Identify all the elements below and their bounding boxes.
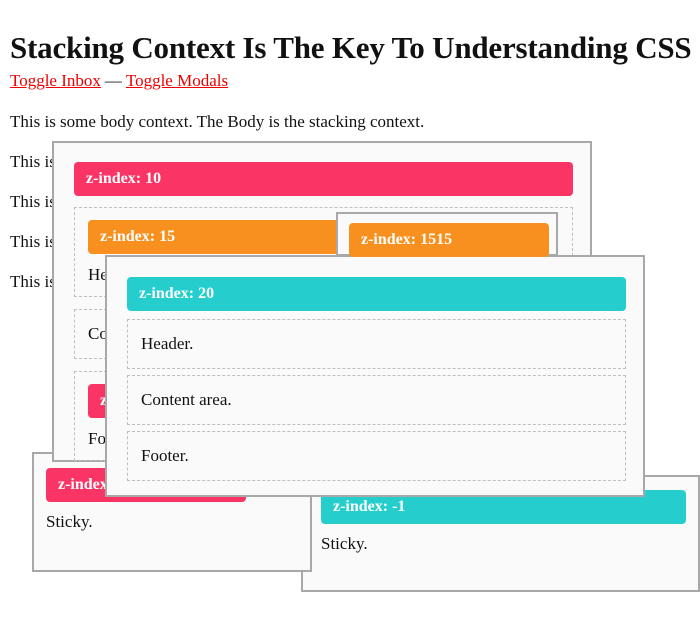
modal-20-header-section[interactable]: Header. [127, 319, 626, 369]
body-text-intro: This is some body context. The Body is t… [10, 112, 425, 131]
modal-20-content-label: Content area. [141, 390, 232, 409]
toggle-modals-link[interactable]: Toggle Modals [125, 71, 229, 90]
modal-1515-zindex-badge: z-index: 1515 [349, 223, 549, 257]
modal-20-panel[interactable]: z-index: 20 Header. Content area. Footer… [105, 255, 645, 497]
modal-20-content-section[interactable]: Content area. [127, 375, 626, 425]
toggle-bar: Toggle Inbox—Toggle Modals [10, 70, 228, 92]
toggle-separator: — [104, 71, 122, 90]
toggle-inbox-link[interactable]: Toggle Inbox [10, 71, 101, 90]
modal-20-footer-label: Footer. [141, 446, 189, 465]
modal-20-header-label: Header. [141, 334, 194, 353]
sticky-pink-label: Sticky. [46, 512, 93, 531]
modal-20-zindex-badge: z-index: 20 [127, 277, 626, 311]
sticky-teal-label: Sticky. [321, 534, 368, 553]
modal-20-footer-section[interactable]: Footer. [127, 431, 626, 481]
page-title: Stacking Context Is The Key To Understan… [10, 29, 692, 65]
inbox-zindex-badge: z-index: 10 [74, 162, 573, 196]
modal-1515-panel[interactable]: z-index: 1515 [336, 212, 558, 257]
